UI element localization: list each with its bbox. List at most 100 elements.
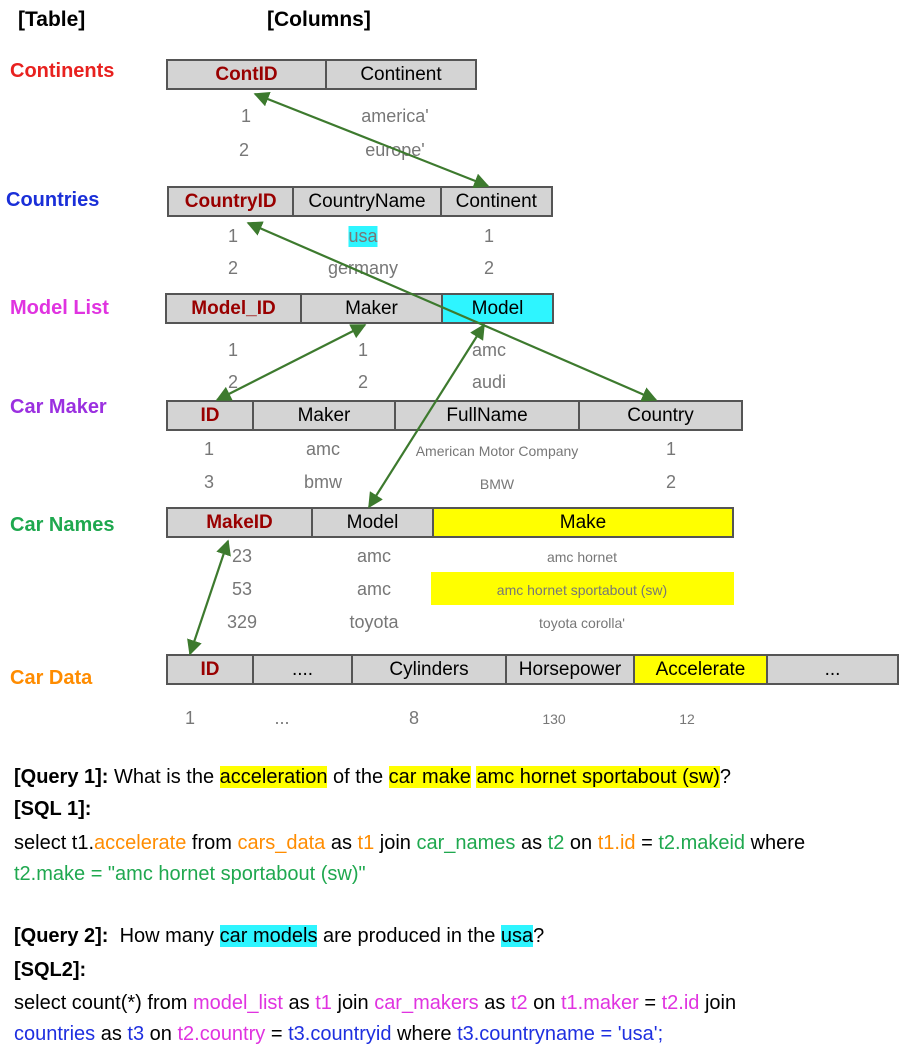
column-continent: Continent bbox=[455, 190, 537, 212]
table-name-car-maker: Car Maker bbox=[10, 396, 107, 418]
continents-columns: ContID Continent bbox=[166, 59, 477, 90]
sql-token: where bbox=[391, 1023, 458, 1045]
sql-token: on bbox=[527, 992, 561, 1014]
cell-value: amc bbox=[356, 579, 392, 599]
sql-token: join bbox=[331, 992, 375, 1014]
cell-value: 53 bbox=[231, 579, 253, 599]
query2-part: ? bbox=[533, 925, 545, 947]
sql2-line1: select count(*) from model_list as t1 jo… bbox=[14, 992, 736, 1015]
query1-highlight: car make bbox=[388, 766, 471, 788]
cell-value: amc hornet bbox=[546, 549, 618, 565]
query2-text: [Query 2]: How many car models are produ… bbox=[14, 925, 544, 948]
sql2-line2: countries as t3 on t2.country = t3.count… bbox=[14, 1023, 663, 1046]
query1-highlight: acceleration bbox=[219, 766, 328, 788]
cell-value: europe' bbox=[365, 140, 425, 160]
cell-value: 2 bbox=[357, 372, 369, 392]
sql2-label: [SQL2]: bbox=[14, 959, 86, 982]
cell-value: ... bbox=[274, 708, 290, 728]
countries-columns: CountryID CountryName Continent bbox=[167, 186, 553, 217]
sql-token: on bbox=[564, 832, 598, 854]
query2-highlight: car models bbox=[219, 925, 318, 947]
car-names-columns: MakeID Model Make bbox=[166, 507, 734, 538]
sql1-line1: select t1.accelerate from cars_data as t… bbox=[14, 832, 805, 855]
cell-value: 1 bbox=[357, 340, 369, 360]
column-fullname: FullName bbox=[396, 402, 580, 429]
cell-value: American Motor Company bbox=[415, 443, 579, 459]
sql-token: join bbox=[699, 992, 737, 1014]
sql-token: t1.maker bbox=[560, 992, 639, 1014]
sql-token: t2 bbox=[547, 832, 565, 854]
column-accelerate: Accelerate bbox=[635, 656, 768, 683]
table-name-continents: Continents bbox=[10, 60, 115, 82]
sql-token: select count(*) from bbox=[14, 992, 193, 1014]
query1-label: [Query 1]: bbox=[14, 766, 109, 788]
sql-token: as bbox=[283, 992, 316, 1014]
sql-token: car_makers bbox=[374, 992, 479, 1014]
query2-part: are produced in the bbox=[317, 925, 501, 947]
sql-token: t2.makeid bbox=[658, 832, 746, 854]
cell-value: amc bbox=[356, 546, 392, 566]
cell-value: 329 bbox=[226, 612, 258, 632]
sql-token: countries bbox=[14, 1023, 96, 1045]
arrow-makeid-id bbox=[187, 539, 231, 656]
cell-value: 1 bbox=[227, 340, 239, 360]
cell-value: amc bbox=[305, 439, 341, 459]
column-ellipsis-end: ... bbox=[824, 658, 841, 680]
cell-value: 3 bbox=[203, 472, 215, 492]
cell-value-usa: usa bbox=[348, 226, 378, 247]
cell-value: 23 bbox=[231, 546, 253, 566]
column-id: ID bbox=[168, 656, 254, 683]
sql-token: t1 bbox=[357, 832, 375, 854]
cell-value: 1 bbox=[483, 226, 495, 246]
cell-value: 2 bbox=[227, 258, 239, 278]
column-model-id: Model_ID bbox=[167, 295, 302, 322]
car-maker-columns: ID Maker FullName Country bbox=[166, 400, 743, 431]
cell-value: 2 bbox=[227, 372, 239, 392]
column-model: Model bbox=[313, 509, 434, 536]
sql-token: accelerate bbox=[94, 832, 187, 854]
column-horsepower: Horsepower bbox=[507, 656, 635, 683]
column-countryname: CountryName bbox=[294, 188, 442, 215]
sql-token: from bbox=[186, 832, 238, 854]
sql-token: t1 bbox=[315, 992, 332, 1014]
sql-token: where bbox=[745, 832, 806, 854]
table-header: [Table] bbox=[18, 8, 86, 31]
sql-token: as bbox=[478, 992, 511, 1014]
cell-value: 1 bbox=[203, 439, 215, 459]
cell-value: 2 bbox=[483, 258, 495, 278]
cell-value-highlight: amc hornet sportabout (sw) bbox=[496, 582, 668, 598]
query1-part: ? bbox=[719, 766, 731, 788]
sql-token: t1.id bbox=[597, 832, 636, 854]
column-model: Model bbox=[443, 295, 552, 322]
cell-value: 130 bbox=[542, 711, 566, 727]
table-name-countries: Countries bbox=[6, 189, 100, 211]
sql1-line2: t2.make = "amc hornet sportabout (sw)" bbox=[14, 863, 366, 886]
column-countryid: CountryID bbox=[169, 188, 295, 215]
sql2-label-text: [SQL2]: bbox=[14, 959, 87, 981]
cell-value: amc bbox=[471, 340, 507, 360]
column-maker: Maker bbox=[302, 295, 443, 322]
query1-highlight: amc hornet sportabout (sw) bbox=[476, 766, 720, 788]
sql-token: as bbox=[95, 1023, 128, 1045]
cell-value: bmw bbox=[303, 472, 343, 492]
cell-value: toyota bbox=[349, 612, 399, 632]
table-name-model-list: Model List bbox=[10, 297, 109, 319]
sql-token: as bbox=[325, 832, 358, 854]
sql-token: t3.countryid bbox=[288, 1023, 392, 1045]
cell-value: 1 bbox=[227, 226, 239, 246]
sql-token: select t1. bbox=[14, 832, 95, 854]
query1-part: of the bbox=[327, 766, 389, 788]
sql-token: car_names bbox=[416, 832, 516, 854]
cell-value: toyota corolla' bbox=[539, 615, 625, 631]
cell-value: 1 bbox=[240, 106, 252, 126]
query2-label: [Query 2]: bbox=[14, 925, 109, 947]
column-maker: Maker bbox=[254, 402, 396, 429]
model-list-columns: Model_ID Maker Model bbox=[165, 293, 554, 324]
cell-value: 12 bbox=[679, 711, 695, 727]
cell-value: 2 bbox=[665, 472, 677, 492]
cell-value: 8 bbox=[408, 708, 420, 728]
sql-token: join bbox=[374, 832, 417, 854]
highlight-row-bar bbox=[431, 572, 734, 605]
arrow-maker-id bbox=[215, 324, 367, 401]
column-make: Make bbox=[434, 509, 732, 536]
